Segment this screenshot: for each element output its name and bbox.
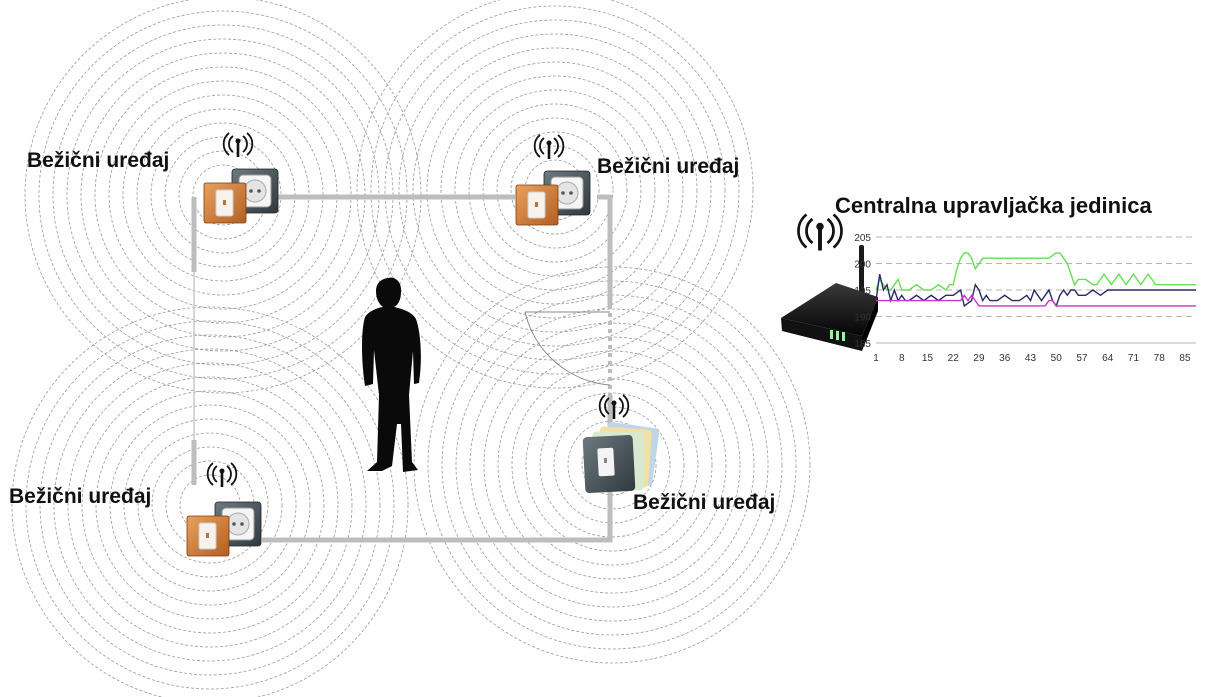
y-tick-label: 190 (854, 313, 871, 324)
x-tick-label: 22 (948, 353, 960, 364)
range-ring (53, 348, 367, 662)
range-ring (151, 446, 269, 564)
y-tick-label: 195 (854, 286, 871, 297)
range-ring (412, 47, 698, 333)
wifi-signal-icon (222, 132, 254, 158)
range-ring (525, 378, 699, 552)
range-ring (510, 145, 600, 235)
wifi-signal-icon (797, 213, 843, 252)
series-line-3 (876, 294, 1196, 307)
range-ring (95, 390, 325, 620)
range-ring (11, 306, 409, 697)
x-tick-label: 8 (899, 353, 905, 364)
range-ring (496, 131, 614, 249)
radio-range-rings-top-right (356, 0, 754, 389)
range-ring (482, 117, 628, 263)
range-ring (454, 89, 656, 291)
range-ring (39, 334, 381, 676)
range-ring (356, 0, 754, 389)
range-ring (468, 103, 642, 277)
range-ring (137, 432, 283, 578)
range-ring (497, 350, 727, 580)
x-tick-label: 29 (973, 353, 985, 364)
x-tick-label: 1 (873, 353, 879, 364)
wifi-signal-icon (206, 462, 238, 488)
device-label-top-left: Bežični uređaj (27, 149, 170, 172)
x-tick-label: 57 (1076, 353, 1088, 364)
range-ring (469, 322, 755, 608)
device-label-bottom-left: Bežični uređaj (9, 485, 152, 508)
range-ring (370, 5, 740, 375)
range-ring (384, 19, 726, 361)
x-tick-label: 43 (1025, 353, 1037, 364)
y-tick-label: 205 (854, 233, 871, 244)
range-ring (440, 75, 670, 305)
x-tick-label: 15 (922, 353, 934, 364)
range-ring (25, 320, 395, 690)
range-ring (398, 33, 712, 347)
sensor-line-chart: 185 190 195 200 205 1 8 15 22 29 36 43 50 57 64 71 78 85 (854, 233, 1196, 364)
range-ring (455, 308, 769, 622)
radio-range-rings-bottom-left (11, 306, 409, 697)
device-label-bottom-right: Bežični uređaj (633, 491, 776, 514)
range-ring (81, 376, 339, 634)
y-tick-label: 200 (854, 260, 871, 271)
x-tick-label: 85 (1179, 353, 1191, 364)
range-ring (426, 61, 684, 319)
range-ring (123, 418, 297, 592)
wifi-signal-icon (533, 134, 565, 160)
range-ring (109, 404, 311, 606)
central-unit-label: Centralna upravljačka jedinica (835, 193, 1152, 218)
device-label-top-right: Bežični uređaj (597, 155, 740, 178)
wireless-device-top-left (203, 132, 279, 224)
wireless-device-top-right (515, 134, 591, 226)
x-tick-label: 78 (1154, 353, 1166, 364)
x-tick-label: 36 (999, 353, 1011, 364)
person-silhouette-icon (362, 277, 421, 472)
x-tick-label: 50 (1051, 353, 1063, 364)
wireless-device-bottom-right (582, 394, 660, 494)
x-tick-label: 71 (1128, 353, 1140, 364)
y-tick-label: 185 (854, 339, 871, 350)
x-tick-label: 64 (1102, 353, 1114, 364)
central-control-unit (781, 213, 878, 351)
series-line-1 (875, 252, 1196, 291)
wireless-device-bottom-left (186, 462, 262, 557)
wifi-signal-icon (598, 394, 630, 420)
range-ring (67, 362, 353, 648)
